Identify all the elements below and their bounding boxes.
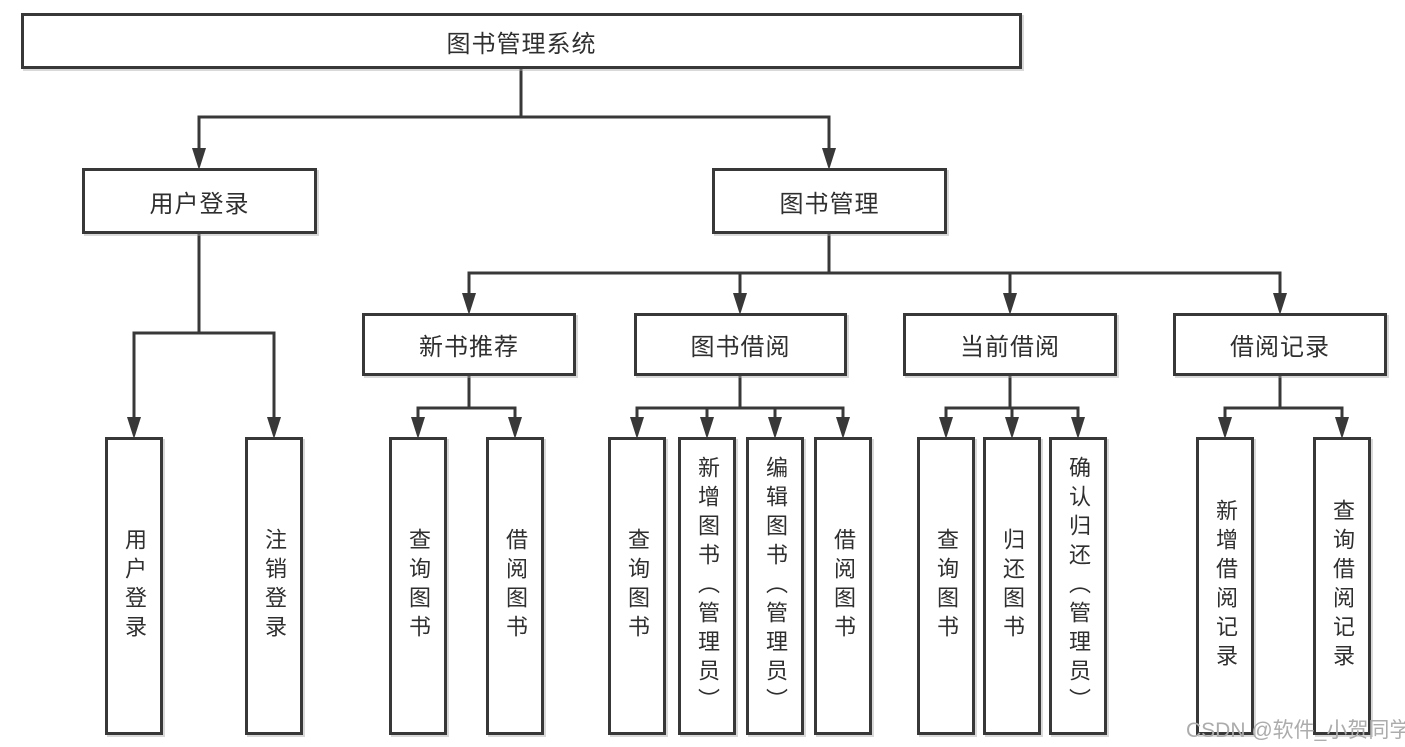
connector-borrowing-records-branch bbox=[1223, 376, 1344, 419]
leaf-query-books-recommend: 查询图书 bbox=[389, 437, 447, 735]
node-user-login: 用户登录 bbox=[82, 168, 317, 234]
leaf-add-books-admin: 新增图书（管理员） bbox=[678, 437, 736, 735]
leaf-logout-login: 注销登录 bbox=[245, 437, 303, 735]
leaf-borrow-books-recommend: 借阅图书 bbox=[486, 437, 544, 735]
node-new-book-recommendation: 新书推荐 bbox=[362, 313, 576, 376]
leaf-query-books-current: 查询图书 bbox=[917, 437, 975, 735]
node-current-borrowing: 当前借阅 bbox=[903, 313, 1117, 376]
leaf-edit-books-admin: 编辑图书（管理员） bbox=[746, 437, 804, 735]
connector-root bbox=[197, 69, 831, 152]
connector-book-management-branch bbox=[467, 233, 1282, 295]
leaf-query-borrow-record: 查询借阅记录 bbox=[1313, 437, 1371, 735]
arrowheads bbox=[127, 148, 1349, 439]
leaf-query-books-borrowing: 查询图书 bbox=[608, 437, 666, 735]
connector-current-borrowing-branch bbox=[944, 376, 1080, 419]
node-book-management: 图书管理 bbox=[712, 168, 947, 234]
watermark-text: CSDN @软件_小贺同学 bbox=[1186, 719, 1405, 742]
node-borrowing-records: 借阅记录 bbox=[1173, 313, 1387, 376]
connector-new-book-branch bbox=[416, 376, 517, 419]
leaf-user-login: 用户登录 bbox=[105, 437, 163, 735]
connector-user-login-branch bbox=[132, 234, 276, 419]
node-library-system: 图书管理系统 bbox=[21, 13, 1022, 69]
leaf-borrow-books-borrowing: 借阅图书 bbox=[814, 437, 872, 735]
leaf-confirm-return-admin: 确认归还（管理员） bbox=[1049, 437, 1107, 735]
connector-book-borrowing-branch bbox=[635, 376, 845, 419]
leaf-add-borrow-record: 新增借阅记录 bbox=[1196, 437, 1254, 735]
leaf-return-books: 归还图书 bbox=[983, 437, 1041, 735]
node-book-borrowing: 图书借阅 bbox=[634, 313, 847, 376]
